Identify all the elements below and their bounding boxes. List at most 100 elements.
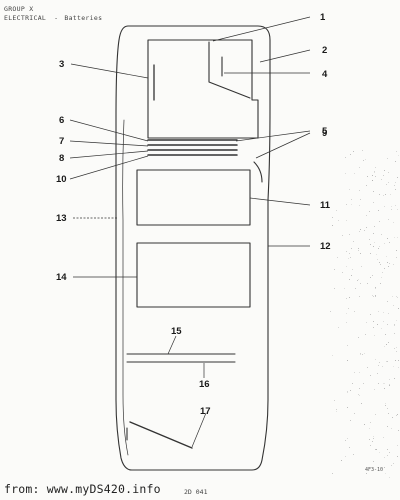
scan-speckle bbox=[383, 388, 385, 390]
scan-speckle bbox=[376, 253, 378, 255]
scan-speckle bbox=[365, 184, 367, 186]
scan-speckle bbox=[346, 266, 347, 268]
scan-speckle bbox=[395, 346, 397, 348]
scan-speckle bbox=[349, 296, 351, 298]
callout-12: 12 bbox=[320, 241, 331, 252]
scan-speckle bbox=[330, 310, 332, 312]
front-compartment bbox=[147, 39, 259, 139]
callout-9: 9 bbox=[322, 128, 327, 139]
scan-speckle bbox=[393, 462, 395, 464]
scan-speckle bbox=[365, 159, 366, 161]
scan-speckle bbox=[359, 204, 361, 206]
scan-speckle bbox=[391, 416, 393, 418]
callout-17: 17 bbox=[200, 406, 211, 417]
scan-speckle bbox=[332, 217, 333, 219]
scan-speckle bbox=[346, 360, 348, 362]
scan-speckle bbox=[393, 184, 395, 186]
scan-speckle bbox=[350, 154, 352, 156]
callout-16: 16 bbox=[199, 379, 210, 390]
scan-speckle bbox=[383, 437, 384, 438]
scan-speckle bbox=[397, 208, 398, 210]
scan-speckle bbox=[372, 320, 374, 322]
scan-speckle bbox=[384, 346, 386, 348]
scan-speckle bbox=[349, 278, 351, 280]
scan-speckle bbox=[344, 455, 346, 457]
scan-speckle bbox=[337, 256, 339, 258]
scan-speckle bbox=[390, 428, 392, 430]
scan-speckle bbox=[374, 242, 376, 244]
scan-speckle bbox=[357, 279, 358, 281]
scan-speckle bbox=[360, 353, 361, 354]
scan-speckle bbox=[389, 262, 391, 264]
scan-speckle bbox=[378, 310, 379, 312]
scan-speckle bbox=[371, 441, 373, 443]
scan-speckle bbox=[387, 342, 389, 344]
scan-speckle bbox=[346, 297, 348, 299]
scan-speckle bbox=[394, 181, 396, 183]
scan-speckle bbox=[378, 451, 380, 453]
scan-speckle bbox=[378, 221, 380, 223]
scan-speckle bbox=[346, 313, 348, 315]
callout-14: 14 bbox=[56, 272, 67, 283]
scan-speckle bbox=[396, 413, 398, 415]
scan-speckle bbox=[374, 288, 376, 290]
scan-speckle bbox=[397, 154, 399, 156]
leader-2 bbox=[259, 49, 311, 63]
scan-speckle bbox=[395, 150, 397, 152]
scan-speckle bbox=[369, 427, 370, 429]
scan-speckle bbox=[394, 205, 396, 207]
scan-speckle bbox=[345, 156, 347, 158]
scan-speckle bbox=[396, 444, 398, 446]
scan-speckle bbox=[379, 262, 380, 264]
scan-speckle bbox=[385, 334, 387, 336]
scan-speckle bbox=[394, 325, 396, 327]
scan-speckle bbox=[369, 438, 370, 440]
scan-speckle bbox=[373, 171, 375, 173]
scan-speckle bbox=[395, 414, 397, 416]
scan-speckle bbox=[362, 354, 364, 356]
scan-speckle bbox=[380, 328, 382, 330]
scan-speckle bbox=[385, 404, 387, 406]
scan-speckle bbox=[359, 166, 361, 168]
leader-5 bbox=[235, 130, 311, 142]
scan-speckle bbox=[383, 456, 385, 458]
scan-speckle bbox=[346, 391, 348, 393]
scan-speckle bbox=[386, 300, 388, 302]
scan-speckle bbox=[396, 257, 398, 259]
scan-speckle bbox=[394, 188, 396, 190]
scan-speckle bbox=[347, 438, 349, 440]
scan-speckle bbox=[395, 360, 397, 362]
scan-speckle bbox=[388, 451, 390, 453]
scan-speckle bbox=[352, 383, 354, 385]
scan-speckle bbox=[335, 411, 337, 413]
scan-speckle bbox=[363, 230, 365, 232]
scan-speckle bbox=[349, 446, 351, 448]
scan-speckle bbox=[388, 242, 390, 244]
leader-6 bbox=[69, 119, 149, 142]
scan-speckle bbox=[373, 295, 375, 297]
scan-speckle bbox=[348, 258, 350, 260]
header-separator: - bbox=[54, 14, 59, 22]
scan-speckle bbox=[382, 194, 384, 196]
scan-speckle bbox=[386, 255, 388, 257]
scan-speckle bbox=[372, 179, 374, 181]
scan-speckle bbox=[396, 177, 398, 179]
scan-speckle bbox=[392, 221, 394, 223]
scan-speckle bbox=[396, 295, 398, 297]
scan-speckle bbox=[378, 246, 380, 248]
scan-speckle bbox=[366, 472, 367, 474]
leader-10 bbox=[69, 155, 149, 180]
inner-trim-line bbox=[122, 119, 129, 456]
scan-speckle bbox=[370, 445, 372, 447]
callout-15: 15 bbox=[171, 326, 182, 337]
scan-speckle bbox=[389, 194, 391, 196]
upper-box-11 bbox=[136, 169, 251, 226]
scan-speckle bbox=[358, 388, 360, 390]
scan-speckle bbox=[335, 409, 337, 411]
scan-speckle bbox=[386, 261, 388, 263]
scan-speckle bbox=[378, 247, 380, 249]
scan-speckle bbox=[372, 295, 374, 296]
scan-speckle bbox=[372, 201, 374, 203]
scan-speckle bbox=[349, 390, 351, 392]
scan-speckle bbox=[355, 288, 356, 290]
